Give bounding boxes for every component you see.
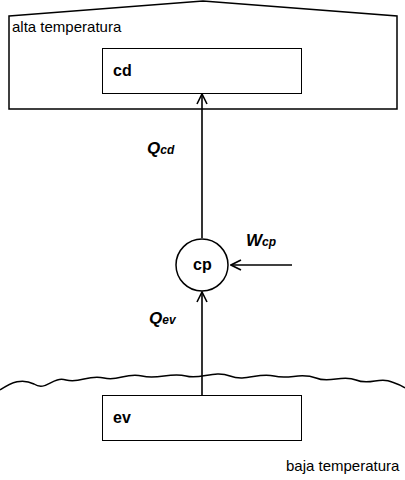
low-temperature-region: baja temperatura ev (0, 368, 405, 480)
ground-outline (0, 374, 405, 390)
component-label: cp (193, 256, 212, 274)
heat-flow-arrow (201, 292, 203, 395)
high-temperature-region: alta temperatura cd (8, 0, 398, 110)
condenser-box: cd (102, 48, 302, 94)
house-outline (9, 1, 397, 109)
region-label: baja temperatura (286, 458, 399, 475)
region-label: alta temperatura (12, 19, 121, 36)
component-label: cd (113, 62, 132, 80)
circle-outline (176, 239, 228, 291)
heat-label: Qcd (146, 140, 175, 159)
evaporator-box: ev (102, 395, 302, 441)
component-label: ev (113, 409, 131, 427)
heat-flow-arrow (201, 94, 203, 238)
work-label: Wcp (246, 232, 276, 251)
work-arrow-line (231, 264, 292, 266)
heat-label: Qev (148, 310, 177, 329)
compressor-circle: cp (175, 238, 229, 292)
